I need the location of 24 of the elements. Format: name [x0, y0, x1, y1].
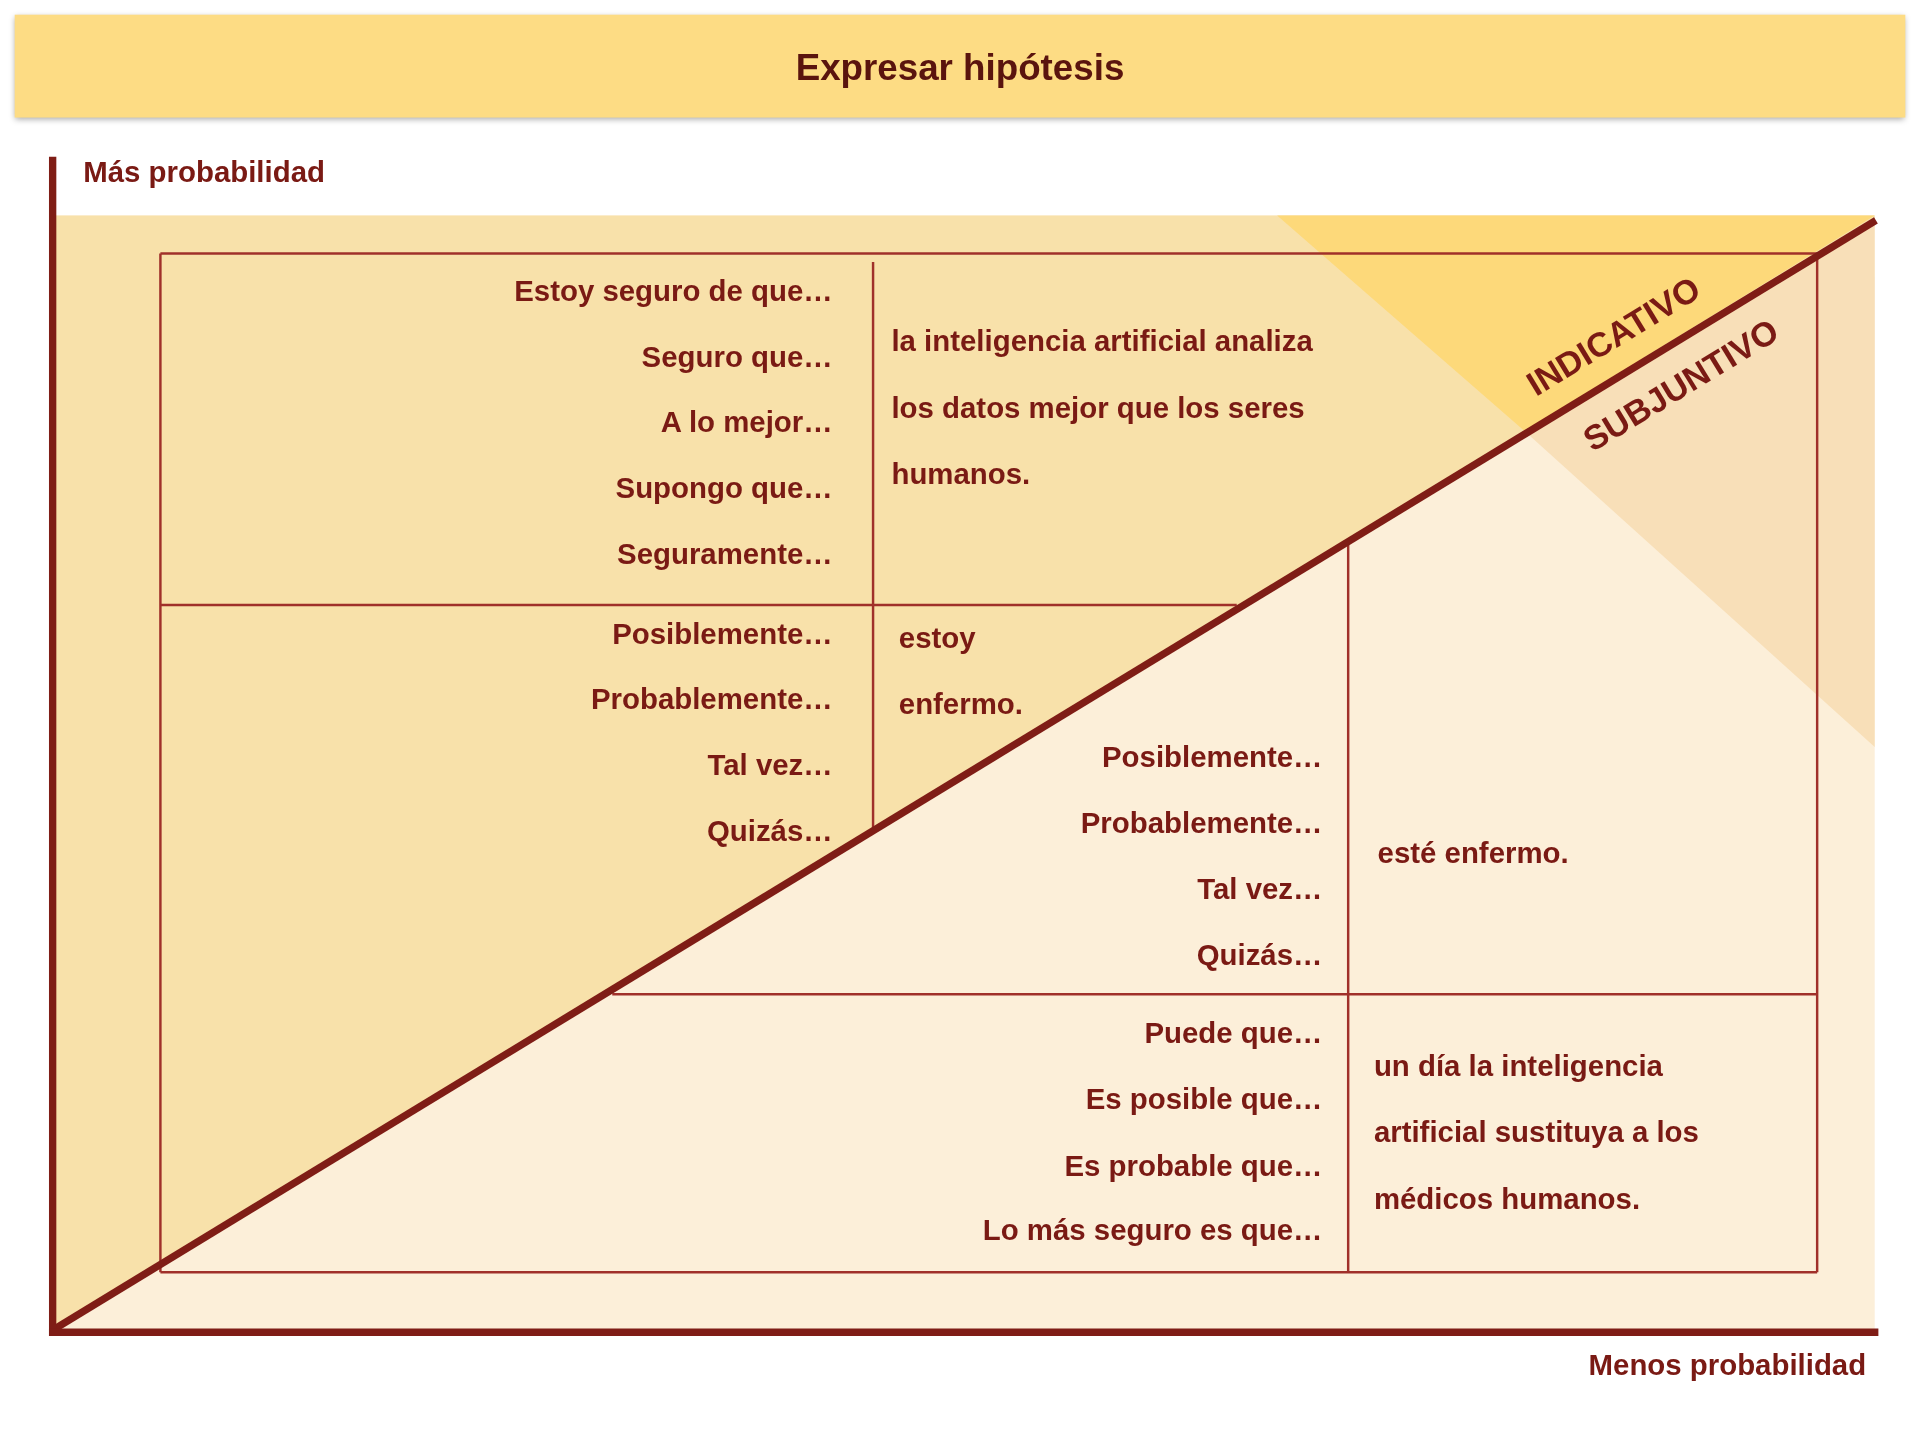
phrase-text: Es posible que…	[1085, 1081, 1323, 1118]
phrase-text: Posiblemente…	[612, 616, 833, 653]
phrase-text: Quizás…	[1196, 936, 1323, 974]
phrase-text: Probablemente…	[1080, 804, 1323, 841]
phrase-text: Estoy seguro de que…	[514, 273, 833, 310]
example-sentence: estoy enfermo.	[898, 619, 1024, 722]
example-sentence: la inteligencia artificial analiza los datos mejor que los seres humanos.	[891, 323, 1314, 492]
phrase-text: Quizás…	[706, 813, 833, 850]
phrase-text: A lo mejor…	[660, 404, 833, 441]
phrase-text: Tal vez…	[1197, 870, 1323, 907]
phrase-text: Lo más seguro es que…	[982, 1212, 1323, 1249]
phrase-text: Posiblemente…	[1102, 738, 1323, 775]
phrase-text: Seguramente…	[617, 536, 833, 573]
example-sentence: esté enfermo.	[1377, 835, 1569, 872]
phrase-text: Puede que…	[1144, 1015, 1323, 1052]
phrase-text: Probablemente…	[590, 681, 833, 718]
phrase-text: Es probable que…	[1064, 1147, 1323, 1184]
axis-label: Más probabilidad	[83, 154, 325, 191]
axis-label: Menos probabilidad	[1588, 1347, 1867, 1384]
phrase-text: Seguro que…	[641, 339, 833, 376]
phrase-text: Tal vez…	[707, 747, 833, 784]
phrase-text: Supongo que…	[615, 470, 833, 507]
title-text: Expresar hipótesis	[794, 46, 1126, 89]
example-sentence: un día la inteligencia artificial sustituya a los médicos humanos.	[1373, 1048, 1700, 1217]
